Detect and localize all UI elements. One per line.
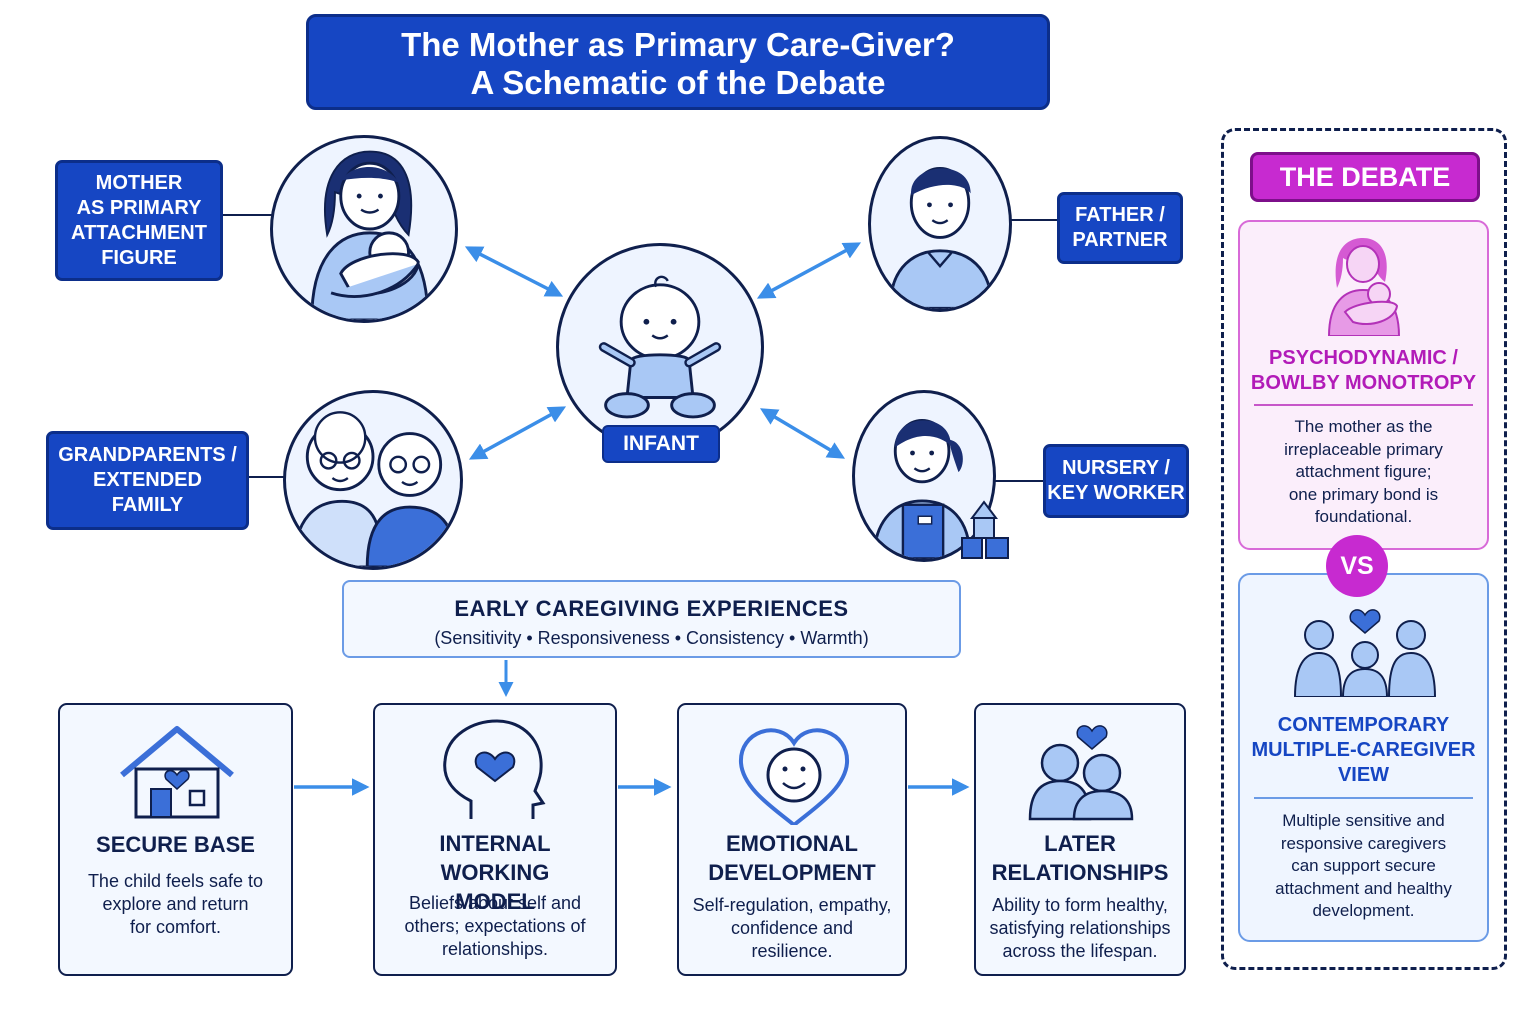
card-text-line: across the lifespan. [1002,941,1158,961]
psychodynamic-title: PSYCHODYNAMIC / BOWLBY MONOTROPY [1244,346,1483,396]
card-text-line: confidence and resilience. [730,918,854,961]
key-worker-icon [852,390,996,562]
nursery-label: NURSERY / KEY WORKER [1043,444,1189,518]
father-label: FATHER / PARTNER [1057,192,1183,264]
card-text-line: Ability to form healthy, [992,895,1168,915]
card-text-line: The child feels safe to [87,871,264,891]
card-title: INTERNAL WORKING MODEL [383,829,607,916]
psychodynamic-view-box: PSYCHODYNAMIC / BOWLBY MONOTROPY The mot… [1238,220,1489,550]
card-title-line: RELATIONSHIPS [991,860,1169,885]
father-infant-arrow [756,242,862,299]
debate-header: THE DEBATE [1250,152,1480,202]
view-text-line: foundational. [1314,507,1413,526]
mother-label-line: ATTACHMENT [71,221,207,244]
contemporary-title: CONTEMPORARY MULTIPLE-CAREGIVER VIEW [1244,713,1483,788]
divider [1254,797,1473,799]
card-text-line: relationships. [441,939,549,959]
mother-label-line: AS PRIMARY [76,196,202,219]
later-relationships-card: LATER RELATIONSHIPS Ability to form heal… [974,703,1186,976]
view-text-line: The mother as the [1294,417,1433,436]
grandparents-label-line: GRANDPARENTS / [58,444,237,466]
view-title-line: MULTIPLE-CAREGIVER [1251,739,1476,761]
mother-holding-baby-icon [270,135,458,323]
card-title-line: EMOTIONAL [726,831,858,856]
card-text-line: others; expectations of [404,916,586,936]
view-text-line: development. [1312,901,1415,920]
grandparents-label-line: FAMILY [111,494,184,516]
title-line-2: A Schematic of the Debate [470,64,886,101]
card-title-line: MODEL [455,889,535,914]
card-title-line: INTERNAL WORKING [439,831,551,885]
smiley-heart-icon [738,728,850,825]
view-text-line: responsive caregivers [1280,833,1447,853]
card-text-line: explore and return [102,894,249,914]
title-line-1: The Mother as Primary Care-Giver? [401,26,955,63]
card-title: EMOTIONAL DEVELOPMENT [687,829,897,887]
mother-label: MOTHER AS PRIMARY ATTACHMENT FIGURE [55,160,223,281]
house-heart-icon [120,726,234,819]
card-text-line: Beliefs about self and [408,893,582,913]
card-text-line: for comfort. [129,917,222,937]
card-text: Ability to form healthy, satisfying rela… [986,894,1174,963]
card-text: Self-regulation, empathy, confidence and… [689,894,895,963]
grandparents-icon [283,390,463,570]
toy-blocks-icon [961,500,1009,559]
father-icon [868,136,1012,312]
view-text-line: one primary bond is [1288,484,1439,504]
mother-holding-baby-icon [1327,238,1401,336]
card-text-line: satisfying relationships [989,918,1171,938]
card-text: Beliefs about self and others; expectati… [385,892,605,961]
divider [1254,404,1473,406]
diagram-title: The Mother as Primary Care-Giver? A Sche… [306,14,1050,110]
view-title-line: CONTEMPORARY [1277,714,1450,736]
debate-panel [1221,128,1507,970]
card-title-line: DEVELOPMENT [708,860,876,885]
grandparents-infant-arrow [468,406,567,460]
infant-label: INFANT [602,425,720,463]
early-caregiving-box: EARLY CAREGIVING EXPERIENCES (Sensitivit… [342,580,961,658]
contemporary-text: Multiple sensitive and responsive caregi… [1250,810,1477,923]
view-title-line: VIEW [1337,764,1390,786]
emotional-development-card: EMOTIONAL DEVELOPMENT Self-regulation, e… [677,703,907,976]
nursery-infant-arrow [759,408,846,459]
father-label-line: PARTNER [1072,229,1168,251]
view-title-line: PSYCHODYNAMIC / [1269,347,1458,369]
internal-working-model-card: INTERNAL WORKING MODEL Beliefs about sel… [373,703,617,976]
card-text-line: Self-regulation, empathy, [692,895,892,915]
view-text-line: can support secure [1291,856,1436,875]
two-people-heart-icon [1028,725,1134,821]
psychodynamic-text: The mother as the irreplaceable primary … [1250,416,1477,529]
view-text-line: attachment and healthy [1275,878,1452,898]
early-caregiving-subtitle: (Sensitivity • Responsiveness • Consiste… [434,628,869,648]
infant-icon [556,243,764,451]
grandparents-label-line: EXTENDED [93,469,202,491]
grandparents-label: GRANDPARENTS / EXTENDED FAMILY [46,431,249,530]
multiple-caregivers-icon [1293,609,1437,697]
card-text: The child feels safe to explore and retu… [70,870,281,939]
vs-badge: VS [1326,535,1388,597]
early-caregiving-title: EARLY CAREGIVING EXPERIENCES [454,596,849,621]
view-text-line: attachment figure; [1295,462,1432,481]
view-title-line: BOWLBY MONOTROPY [1250,372,1477,394]
mother-infant-arrow [464,246,564,297]
secure-base-card: SECURE BASE The child feels safe to expl… [58,703,293,976]
head-heart-icon [443,719,546,819]
nursery-label-line: NURSERY / [1062,457,1170,479]
card-title: LATER RELATIONSHIPS [984,829,1176,887]
contemporary-view-box: CONTEMPORARY MULTIPLE-CAREGIVER VIEW Mul… [1238,573,1489,942]
father-label-line: FATHER / [1075,204,1165,226]
nursery-label-line: KEY WORKER [1047,482,1185,504]
card-title: SECURE BASE [96,832,255,857]
card-title-line: LATER [1044,831,1116,856]
mother-label-line: FIGURE [101,246,177,269]
mother-label-line: MOTHER [95,171,183,194]
view-text-line: Multiple sensitive and [1282,811,1445,830]
view-text-line: irreplaceable primary [1284,439,1443,459]
